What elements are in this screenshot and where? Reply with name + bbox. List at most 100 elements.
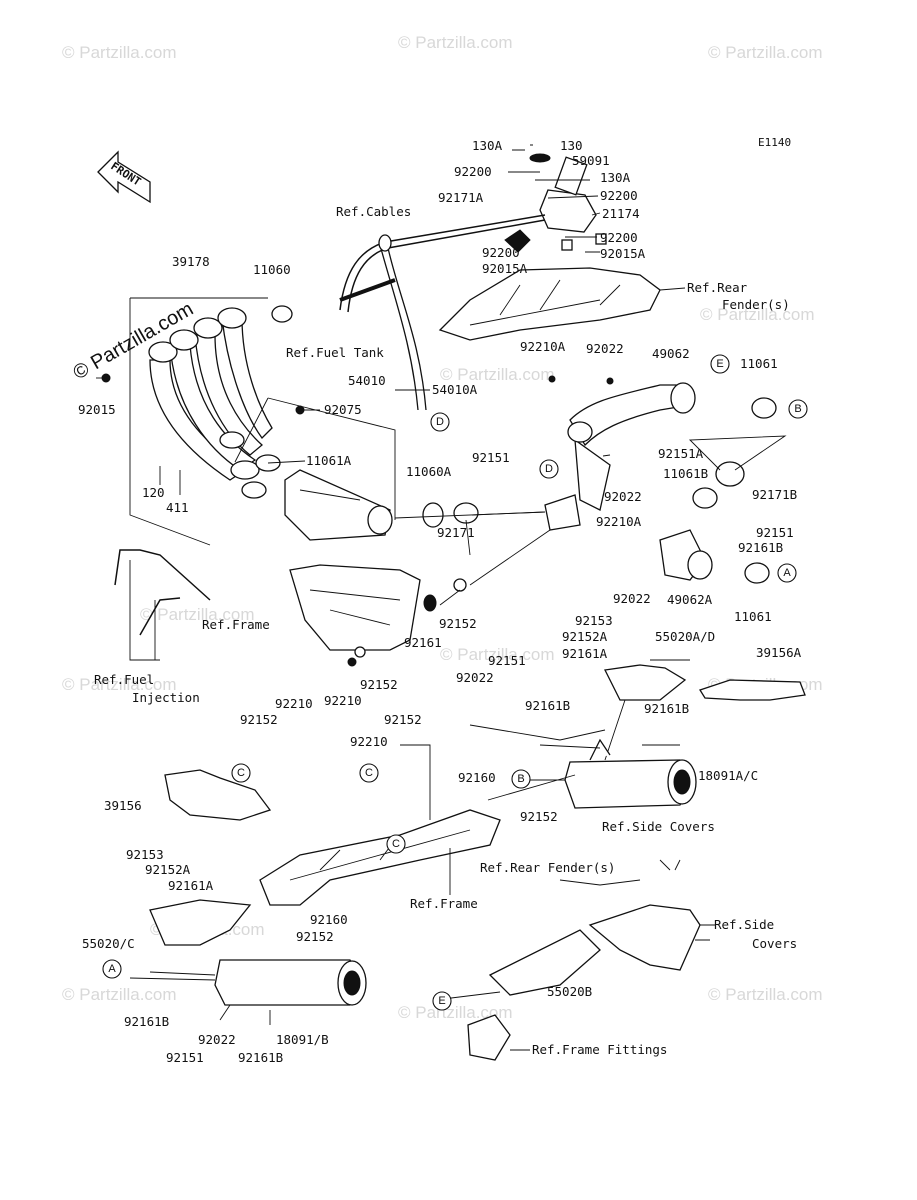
heat-shield — [164, 769, 272, 821]
svg-text:D: D — [436, 416, 444, 428]
part-label: Ref.Fuel Tank — [286, 345, 384, 360]
part-label: 49062A — [667, 592, 713, 607]
watermark: © Partzilla.com — [398, 1003, 513, 1022]
part-label: 92210A — [520, 339, 566, 354]
part-label: 92160 — [458, 770, 496, 785]
part-label: 92161B — [124, 1014, 169, 1029]
part-label: 54010 — [348, 373, 386, 388]
frame-fittings — [467, 1014, 511, 1061]
part-label: 55020B — [547, 984, 592, 999]
part-label: 92161A — [168, 878, 214, 893]
part-label: 92151 — [756, 525, 794, 540]
muffler-b — [214, 959, 367, 1006]
svg-text:E: E — [438, 995, 445, 1007]
watermark: © Partzilla.com — [440, 365, 555, 384]
catalyst-collector — [284, 469, 393, 541]
part-label: 92210A — [596, 514, 642, 529]
header-bracket — [129, 297, 396, 546]
part-label: 92152 — [439, 616, 477, 631]
muffler-a — [564, 738, 697, 809]
part-label: 11060A — [406, 464, 452, 479]
part-label: 18091A/C — [698, 768, 758, 783]
diagram-code: E1140 — [758, 136, 791, 149]
watermark: © Partzilla.com — [62, 675, 177, 694]
part-label: 92015A — [482, 261, 528, 276]
svg-text:A: A — [783, 567, 791, 579]
watermark: © Partzilla.com — [62, 985, 177, 1004]
part-label: Injection — [132, 690, 200, 705]
part-label: 92200 — [600, 188, 638, 203]
exhaust-valve-actuator — [504, 153, 607, 253]
part-label: 55020A/D — [655, 629, 715, 644]
watermark: © Partzilla.com — [398, 33, 513, 52]
part-label: Ref.Side — [714, 917, 774, 932]
part-label: 130A — [472, 138, 503, 153]
part-label: 92161A — [562, 646, 608, 661]
part-label: 92022 — [586, 341, 624, 356]
watermark: © Partzilla.com — [62, 43, 177, 62]
svg-text:C: C — [365, 767, 373, 779]
part-label: 21174 — [602, 206, 640, 221]
part-label: 92161B — [238, 1050, 283, 1065]
watermark: © Partzilla.com — [708, 43, 823, 62]
callout-d-1: D — [430, 412, 450, 432]
part-label: Ref.Rear Fender(s) — [480, 860, 615, 875]
part-label: 59091 — [572, 153, 610, 168]
part-label: 120 — [142, 485, 165, 500]
svg-text:A: A — [108, 963, 116, 975]
part-label: 92151 — [472, 450, 510, 465]
part-label: 92075 — [324, 402, 362, 417]
callout-b-2: B — [511, 769, 531, 789]
part-label: 92171B — [752, 487, 797, 502]
callout-e-1: E — [710, 354, 730, 374]
part-label: 18091/B — [276, 1032, 329, 1047]
part-label: 92171 — [437, 525, 475, 540]
exhaust-headers — [148, 305, 293, 499]
part-label: 92152 — [384, 712, 422, 727]
part-label: 92200 — [482, 245, 520, 260]
part-label: Covers — [752, 936, 797, 951]
callout-c-3: C — [386, 834, 406, 854]
callout-c-1: C — [231, 763, 251, 783]
part-label: 92015 — [78, 402, 116, 417]
part-label: Fender(s) — [722, 297, 790, 312]
part-label: 92152A — [562, 629, 608, 644]
mid-pipe — [567, 382, 777, 511]
part-label: 11061B — [663, 466, 708, 481]
callout-a-1: A — [777, 563, 797, 583]
part-label: 92151A — [658, 446, 704, 461]
part-label: 92022 — [613, 591, 651, 606]
lower-frame — [259, 809, 501, 906]
part-label: 92161B — [644, 701, 689, 716]
callout-a-2: A — [102, 959, 122, 979]
part-label: Ref.Side Covers — [602, 819, 715, 834]
part-label: 55020/C — [82, 936, 135, 951]
front-arrow: FRONT — [97, 150, 151, 204]
rings-b — [688, 435, 787, 509]
part-label: 54010A — [432, 382, 478, 397]
callout-b-1: B — [788, 399, 808, 419]
watermark: © Partzilla.com — [708, 985, 823, 1004]
part-label: 92153 — [575, 613, 613, 628]
svg-text:C: C — [392, 838, 400, 850]
connector-pipes — [394, 494, 581, 531]
cables — [339, 214, 546, 411]
part-label: 49062 — [652, 346, 690, 361]
part-label: 92210 — [324, 693, 362, 708]
part-labels: 130A 130 92200 59091 130A 92171A 92200 R… — [78, 138, 802, 1065]
part-label: 92022 — [198, 1032, 236, 1047]
callout-d-2: D — [539, 459, 559, 479]
muffler-cover-c — [149, 899, 252, 946]
part-label: 92160 — [310, 912, 348, 927]
part-label: 92152 — [520, 809, 558, 824]
part-label: 39156 — [104, 798, 142, 813]
leader-lines — [96, 144, 715, 1051]
part-label: 92152 — [296, 929, 334, 944]
part-label: 11061A — [306, 453, 352, 468]
part-label: 92152 — [240, 712, 278, 727]
part-label: Ref.Rear — [687, 280, 748, 295]
part-label: 130 — [560, 138, 583, 153]
part-label: 92151 — [166, 1050, 204, 1065]
part-label: 130A — [600, 170, 631, 185]
